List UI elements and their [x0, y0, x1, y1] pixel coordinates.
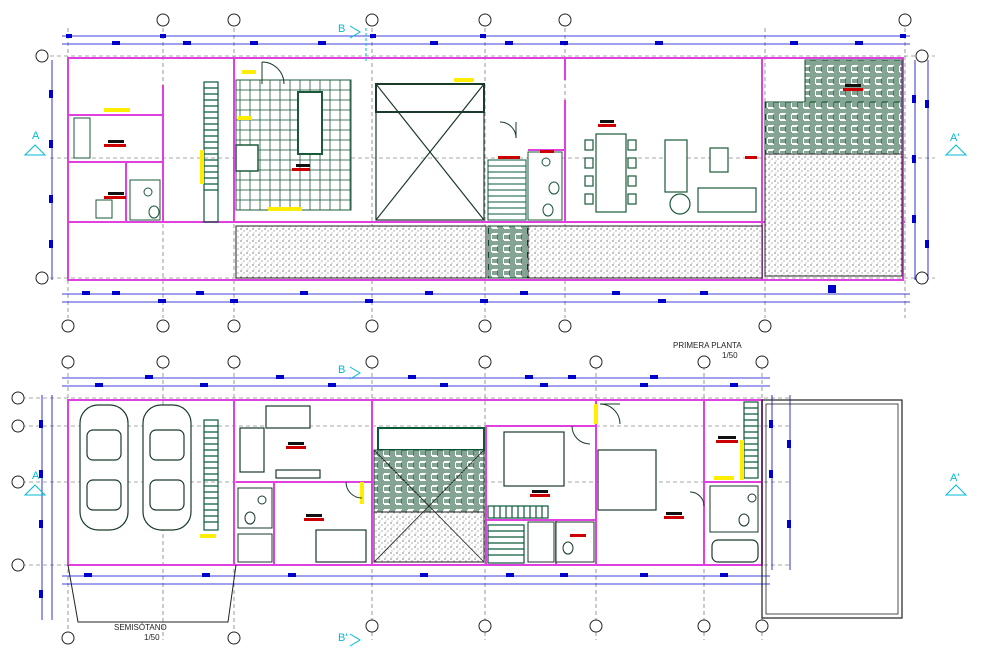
- living-furniture-top: [584, 133, 757, 215]
- patio-weave-1: [804, 59, 903, 103]
- terrace-outline: [761, 399, 903, 619]
- bedroom-furniture: [239, 405, 759, 563]
- room-tags-top: [108, 84, 861, 195]
- basement-plan: [11, 355, 903, 645]
- room-tags-bottom: [288, 436, 736, 517]
- section-mark-a-left-bottom: A: [32, 470, 40, 482]
- plan-scale-basement: 1/50: [144, 633, 160, 642]
- gravel-area-1: [235, 225, 487, 279]
- section-mark-a-left-top: A: [32, 130, 40, 142]
- gravel-area-2: [527, 225, 763, 279]
- doors-bottom: [345, 403, 705, 507]
- section-cut-lines: [23, 25, 968, 647]
- plan-title-first-floor: PRIMERA PLANTA: [673, 341, 742, 350]
- kitchen-table: [297, 91, 323, 155]
- patio-weave-bottom: [373, 449, 485, 513]
- accent-strips-bottom: [200, 404, 744, 538]
- dimension-ticks-top: [49, 34, 929, 303]
- walls-bottom: [67, 399, 763, 566]
- section-mark-b-mid: B: [338, 364, 346, 376]
- section-mark-b-bottom: B': [338, 632, 348, 644]
- accent-strips-top: [104, 70, 474, 211]
- plan-scale-first-floor: 1/50: [722, 351, 738, 360]
- bathroom-fixtures-bottom: [237, 485, 759, 563]
- parked-cars: [79, 404, 192, 531]
- bathroom-fixtures-top: [73, 117, 563, 221]
- dimension-ticks-bottom: [39, 375, 791, 598]
- room-markers-bottom: [286, 440, 738, 537]
- section-mark-a-right-top: A': [950, 132, 960, 144]
- plan-title-basement: SEMISÓTANO: [114, 623, 167, 632]
- section-mark-a-right-bottom: A': [950, 472, 960, 484]
- ramp-outline: [67, 564, 237, 623]
- first-floor-plan: [35, 13, 935, 333]
- gravel-area-bottom: [373, 511, 485, 563]
- gravel-area-3: [764, 153, 903, 277]
- patio-weave-2: [764, 101, 903, 155]
- room-markers-top: [104, 88, 863, 199]
- doors-top: [261, 61, 517, 139]
- grid-bubbles-bottom: [11, 355, 769, 645]
- staircase-bottom: [203, 401, 759, 564]
- void-top: [375, 83, 485, 221]
- stair-small-top: [487, 159, 527, 221]
- grid-bubbles-top: [35, 13, 929, 333]
- section-mark-b-top: B: [338, 23, 346, 35]
- staircase-top: [203, 81, 219, 223]
- patio-weave-3: [487, 225, 529, 279]
